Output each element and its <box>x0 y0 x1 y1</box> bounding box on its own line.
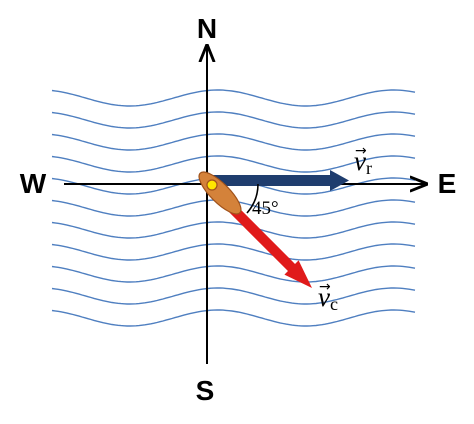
svg-text:vc: vc <box>318 282 338 314</box>
svg-text:vr: vr <box>354 146 372 178</box>
wave-line <box>51 221 416 239</box>
angle-label: 45° <box>252 198 279 219</box>
wave-line <box>51 287 416 305</box>
crossing-velocity-symbol: v <box>318 282 330 312</box>
crossing-velocity-label: → vc <box>318 279 338 314</box>
wave-line <box>51 89 416 107</box>
river-velocity-vector <box>208 170 349 191</box>
river-velocity-label: → vr <box>354 143 372 178</box>
wave-line <box>51 133 416 151</box>
wave-line <box>51 265 416 283</box>
north-label: N <box>197 13 217 44</box>
boat-center-marker <box>206 179 218 191</box>
river-vector-arrow-icon: → <box>355 143 367 159</box>
crossing-velocity-subscript: c <box>330 294 338 314</box>
boat-icon <box>198 171 242 215</box>
river-velocity-symbol: v <box>354 146 366 176</box>
crossing-vector-arrow-icon: → <box>319 279 331 295</box>
west-label: W <box>20 168 47 199</box>
angle-arc <box>246 183 259 214</box>
south-label: S <box>196 375 215 406</box>
wave-line <box>51 111 416 129</box>
east-label: E <box>438 168 457 199</box>
wave-line <box>51 243 416 261</box>
wave-line <box>51 155 416 173</box>
river-velocity-subscript: r <box>366 158 372 178</box>
wave-line <box>51 309 416 327</box>
